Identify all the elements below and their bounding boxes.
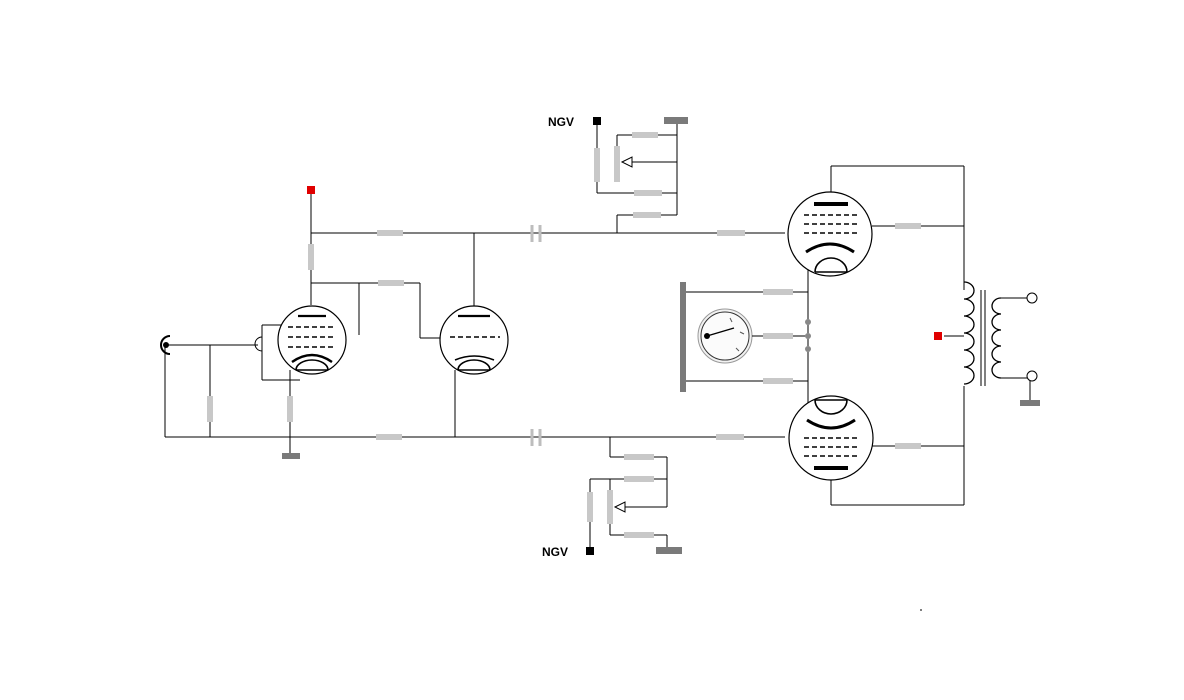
grid-stopper-bottom	[716, 434, 744, 440]
ngv-label-top: NGV	[548, 115, 574, 129]
bias-resistor-bottom-b	[624, 476, 654, 482]
bias-pot-top	[614, 146, 620, 182]
ngv-terminal-top	[593, 117, 601, 125]
output-tube-bottom	[788, 395, 874, 481]
bias-pot-top-wiper-icon	[620, 156, 633, 168]
bias-resistor-top-a	[632, 132, 658, 138]
meter-shunt-resistor-mid	[763, 333, 793, 339]
meter-shunt-resistor-top	[763, 289, 793, 295]
bias-pot-bottom	[607, 490, 613, 524]
ground-symbol	[282, 453, 300, 459]
meter-panel	[680, 282, 753, 392]
bias-resistor-bottom-d	[624, 532, 654, 538]
ngv-terminal-bottom	[586, 547, 594, 555]
phase-inverter-triode-tube	[439, 305, 509, 375]
coupling-capacitor-lower	[530, 429, 542, 446]
cathode-resistor-preamp	[287, 396, 293, 422]
coupling-resistor-upper	[377, 230, 403, 236]
bias-resistor-bottom-a	[624, 454, 654, 460]
coupling-resistor-lower	[376, 434, 402, 440]
preamp-pentode-tube	[277, 305, 347, 375]
input-grid-resistor	[207, 396, 213, 422]
screen-resistor-output-bottom	[895, 443, 921, 449]
screen-resistor-output-top	[895, 223, 921, 229]
coupling-capacitor-upper	[530, 225, 542, 242]
meter-switch	[805, 319, 811, 352]
bias-resistor-bottom-c	[587, 492, 593, 522]
screen-resistor	[378, 280, 404, 286]
supply-marker-red-output	[934, 332, 942, 340]
supply-marker-red	[307, 186, 315, 194]
bias-pot-bottom-wiper-icon	[613, 501, 626, 513]
bias-resistor-top-d	[633, 212, 661, 218]
plate-resistor-preamp	[308, 244, 314, 270]
ngv-label-bottom: NGV	[542, 545, 568, 559]
output-tube-top	[787, 191, 873, 277]
ground-symbol-output	[1020, 400, 1040, 406]
output-transformer	[963, 281, 1038, 400]
grid-stopper-top	[717, 230, 745, 236]
bias-resistor-top-b	[594, 148, 600, 182]
bias-resistor-top-c	[634, 190, 662, 196]
ground-symbol-bottom	[656, 547, 682, 554]
ground-symbol-top	[664, 117, 688, 124]
stray-dot	[920, 609, 922, 611]
meter-shunt-resistor-bottom	[763, 378, 793, 384]
